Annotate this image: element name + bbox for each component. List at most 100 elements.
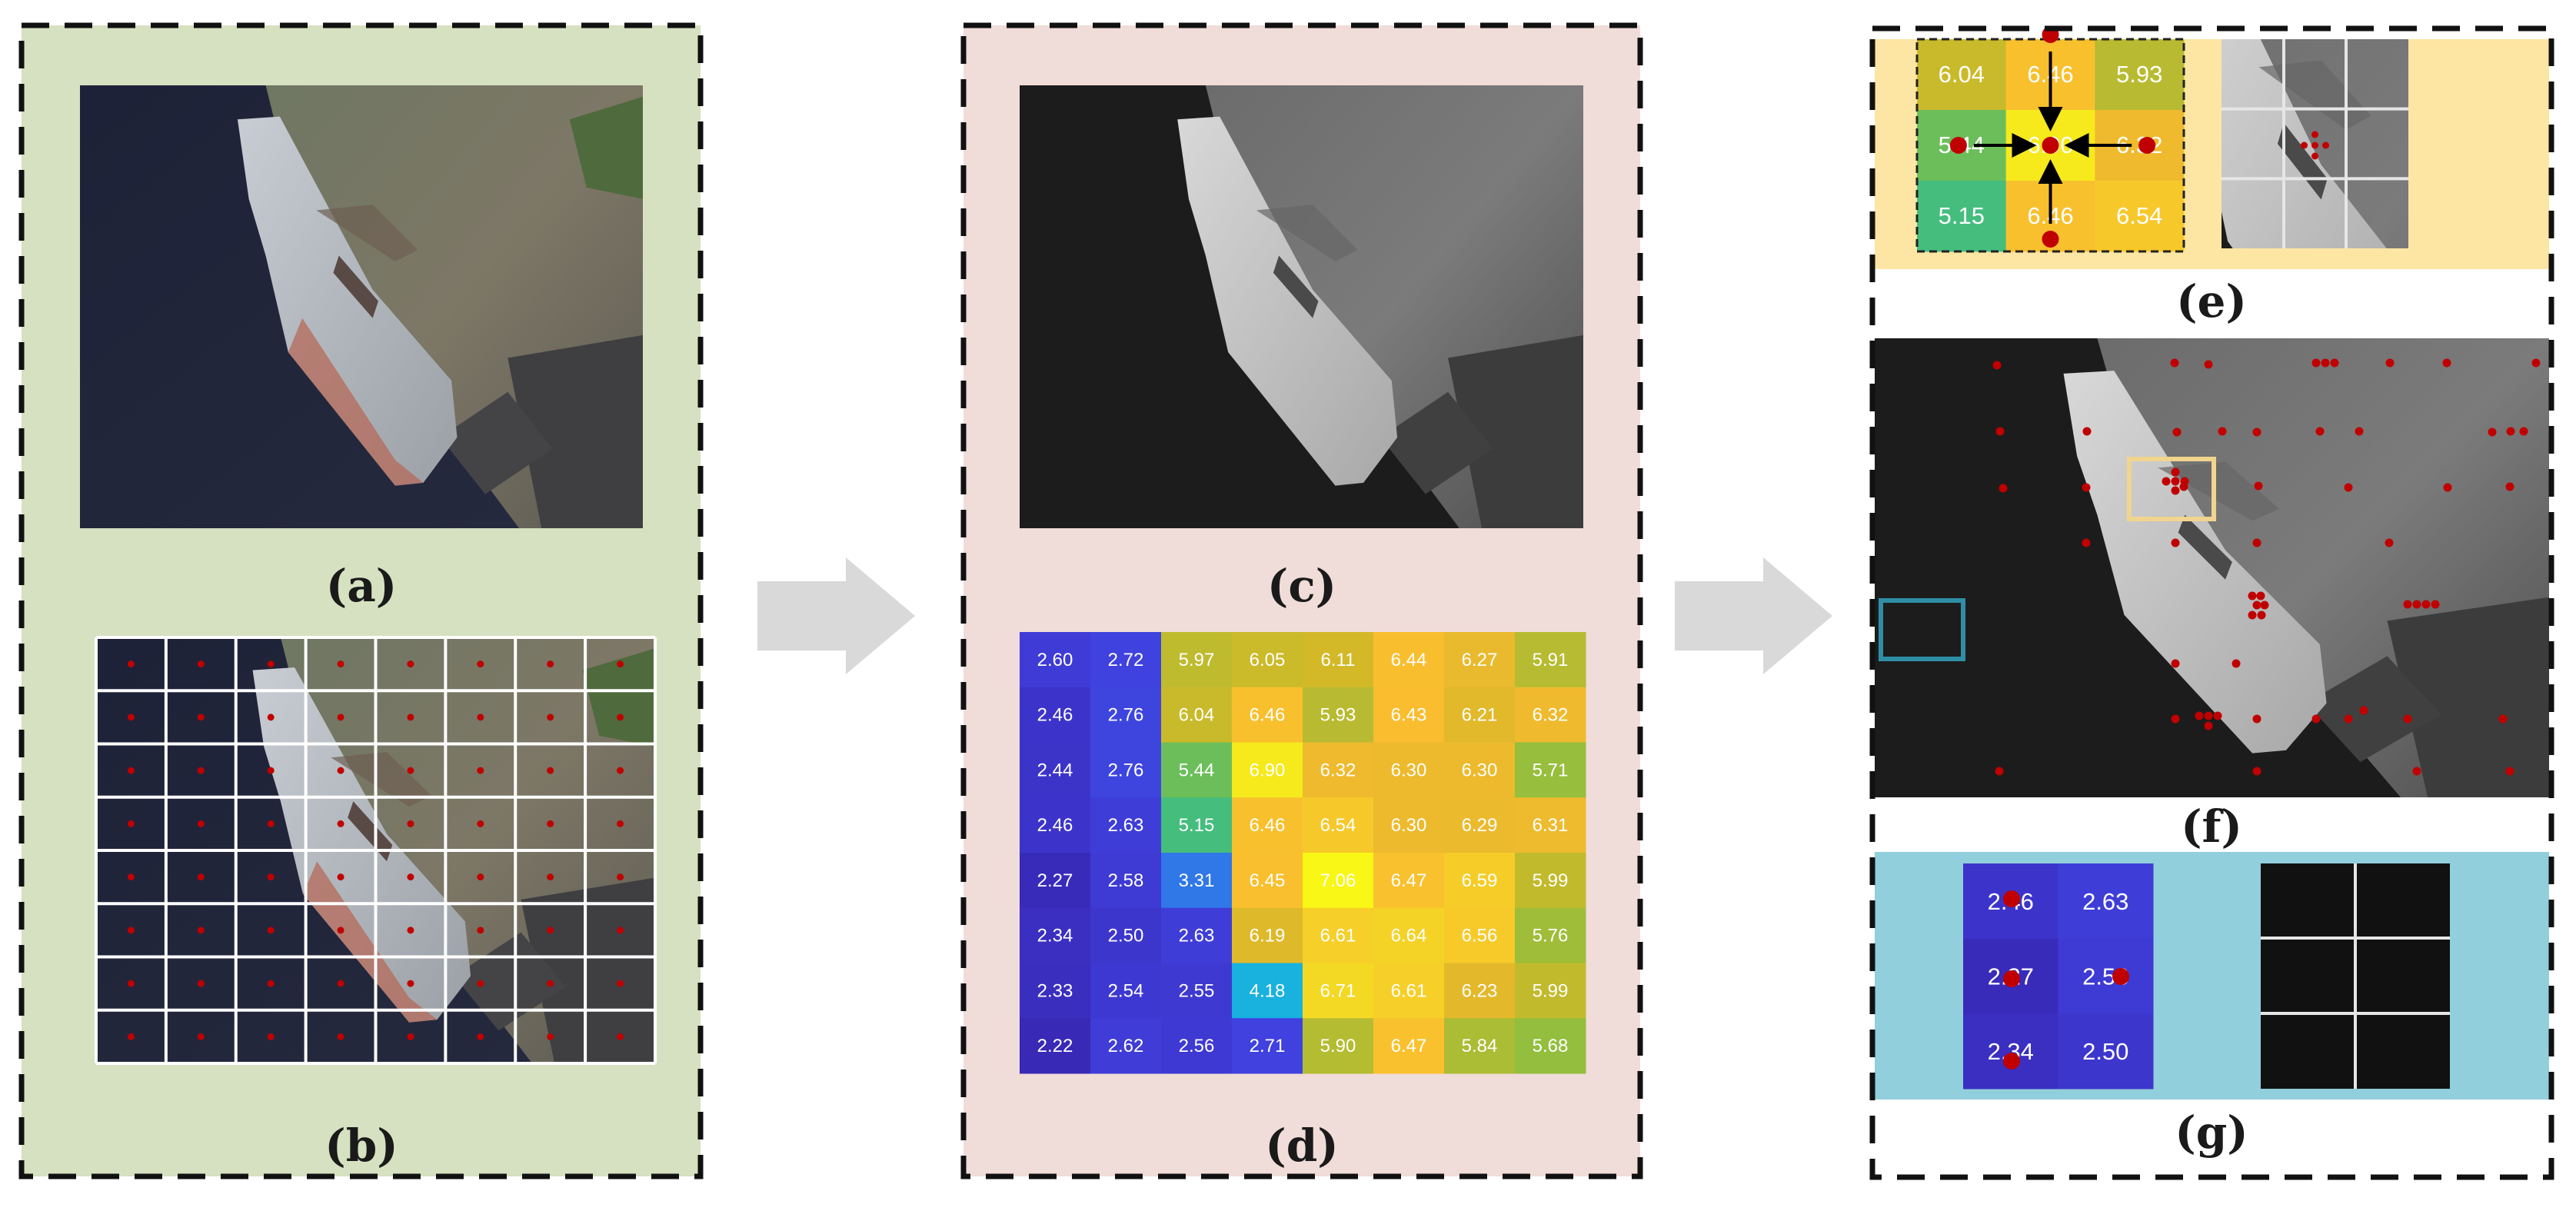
sample-point xyxy=(267,767,275,774)
sample-point xyxy=(477,873,484,881)
heatmap-cell xyxy=(1161,907,1233,963)
heatmap-cell-value: 3.31 xyxy=(1179,870,1215,891)
heatmap-cell-value: 2.76 xyxy=(1108,705,1144,726)
highlight-box-blue xyxy=(1879,598,1965,661)
selected-point xyxy=(2315,427,2325,436)
sample-point xyxy=(267,714,275,721)
zoom-g-cell-value: 2.63 xyxy=(2082,888,2128,915)
sample-point xyxy=(337,767,344,774)
sample-point xyxy=(127,1033,135,1040)
selected-point xyxy=(2171,477,2180,486)
heatmap-cell-value: 2.55 xyxy=(1179,980,1215,1001)
image-c-grayscale xyxy=(1020,85,1583,528)
selected-point xyxy=(2252,428,2261,437)
heatmap-cell xyxy=(1090,797,1162,853)
sample-point xyxy=(547,1033,554,1040)
selected-point xyxy=(2162,477,2171,486)
heatmap-cell-value: 5.84 xyxy=(1462,1036,1498,1056)
heatmap-cell-value: 5.97 xyxy=(1179,650,1215,670)
zoom-e-image-point xyxy=(2301,141,2308,149)
zoom-e-image-point xyxy=(2322,141,2329,149)
heatmap-cell xyxy=(1515,853,1586,909)
zoom-g-point xyxy=(2003,890,2020,907)
heatmap-cell xyxy=(1090,1018,1162,1074)
label-b: (b) xyxy=(324,1120,398,1172)
zoom-g-cell xyxy=(2058,938,2154,1014)
panel-right: 6.046.465.935.446.906.325.156.466.54 (e)… xyxy=(1869,25,2554,1180)
heatmap-cell-value: 5.99 xyxy=(1533,870,1569,891)
heatmap-cell-value: 6.54 xyxy=(1320,815,1356,836)
selected-point xyxy=(2252,767,2261,776)
panel-right-border xyxy=(1869,25,2554,1180)
sample-point xyxy=(477,820,484,827)
selected-point xyxy=(2256,591,2265,601)
sample-point xyxy=(197,767,205,774)
zoom-e-cell xyxy=(2095,181,2185,252)
selected-point xyxy=(2252,714,2261,724)
selected-point xyxy=(1992,361,2002,370)
selected-point xyxy=(2171,659,2180,668)
heatmap-cell-value: 6.30 xyxy=(1462,760,1498,780)
zoom-e-image-points xyxy=(2301,131,2329,160)
zoom-e-cell-value: 6.04 xyxy=(1939,61,1985,88)
heatmap-cell xyxy=(1515,963,1586,1019)
heatmap-cell xyxy=(1090,687,1162,743)
zoom-e-cell xyxy=(2095,39,2185,111)
heatmap-cell-value: 5.91 xyxy=(1533,650,1569,670)
heatmap-cell xyxy=(1444,797,1516,853)
sample-point xyxy=(337,660,344,668)
selected-point xyxy=(2412,600,2421,609)
heatmap-cell xyxy=(1373,797,1445,853)
sample-point xyxy=(337,980,344,987)
selected-point xyxy=(2443,483,2452,492)
heatmap-cell-value: 6.46 xyxy=(1250,705,1286,726)
process-arrow-1 xyxy=(757,557,915,674)
sample-point xyxy=(197,820,205,827)
zoom-g-cell xyxy=(2058,863,2154,940)
selected-point xyxy=(2213,711,2222,720)
selected-point xyxy=(2171,467,2180,477)
heatmap-cell xyxy=(1515,797,1586,853)
heatmap-cell xyxy=(1444,963,1516,1019)
panel-left: (a) (b) xyxy=(18,22,704,1179)
heatmap-cell xyxy=(1161,1018,1233,1074)
heatmap-cell-value: 5.44 xyxy=(1179,760,1215,780)
sample-point xyxy=(617,714,624,721)
selected-point xyxy=(2170,358,2179,368)
grid-b xyxy=(95,636,657,1065)
sample-point xyxy=(477,660,484,668)
sample-point xyxy=(337,927,344,934)
sample-point xyxy=(197,927,205,934)
heatmap-cell xyxy=(1303,853,1374,909)
sample-point xyxy=(127,714,135,721)
zoom-g-point xyxy=(2112,968,2129,985)
sample-point xyxy=(617,980,624,987)
zoom-e-point xyxy=(2042,231,2059,248)
sample-point xyxy=(407,873,414,881)
zoom-e-point xyxy=(2138,137,2156,154)
sample-point xyxy=(547,767,554,774)
heatmap-cell xyxy=(1232,742,1303,798)
sample-point xyxy=(617,660,624,668)
sample-point xyxy=(127,820,135,827)
heatmap-cell xyxy=(1020,1018,1091,1074)
sample-point xyxy=(407,1033,414,1040)
heatmap-cell xyxy=(1444,687,1516,743)
heatmap-cell-value: 6.47 xyxy=(1391,1036,1427,1056)
selected-point xyxy=(2385,358,2395,368)
sample-point xyxy=(337,820,344,827)
heatmap-cell-value: 6.27 xyxy=(1462,650,1498,670)
selected-point xyxy=(2204,360,2213,369)
heatmap-cell xyxy=(1232,632,1303,688)
label-f: (f) xyxy=(2181,800,2242,853)
sample-point xyxy=(407,714,414,721)
heatmap-cell xyxy=(1161,742,1233,798)
zoom-e-image-point xyxy=(2311,152,2318,160)
zoom-e-border xyxy=(1915,38,2185,253)
sample-point xyxy=(127,927,135,934)
sample-point xyxy=(407,980,414,987)
heatmap-cell xyxy=(1090,907,1162,963)
sample-point xyxy=(337,1033,344,1040)
heatmap-cell xyxy=(1515,687,1586,743)
